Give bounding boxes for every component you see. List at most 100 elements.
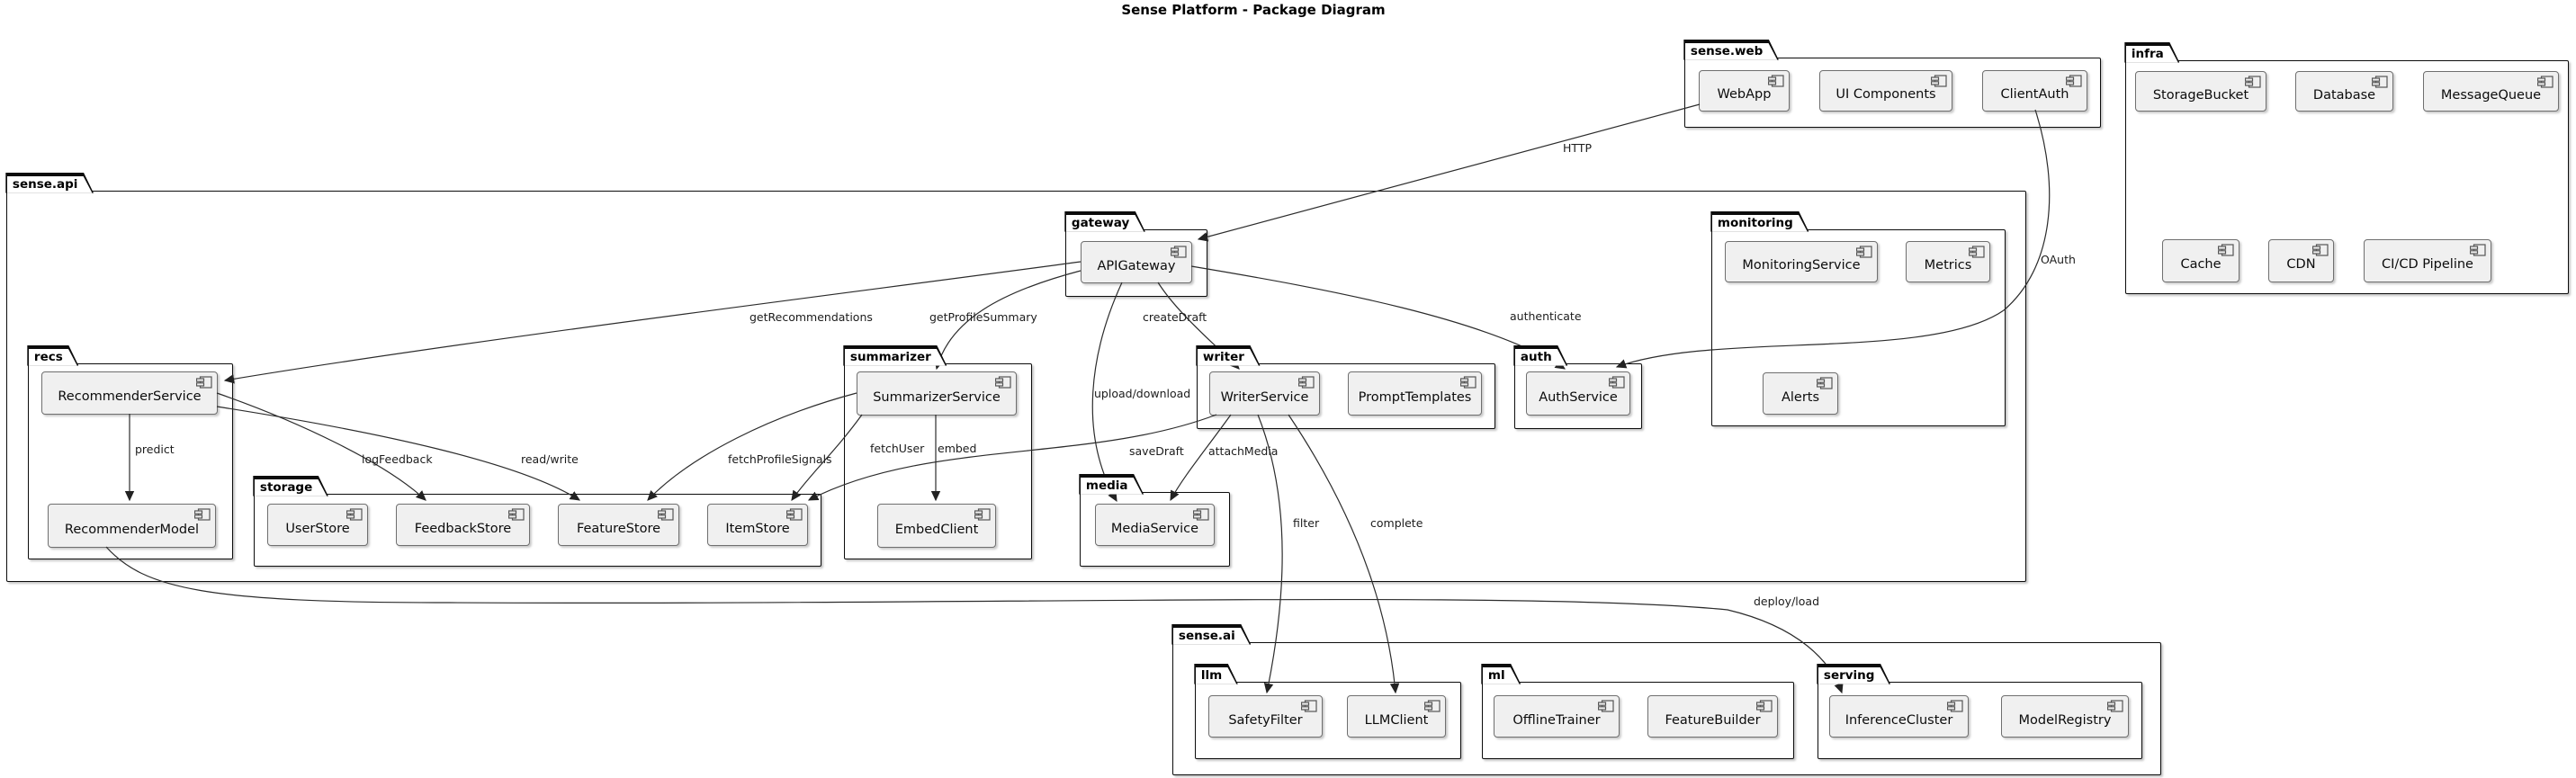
component-label: UserStore [285, 521, 350, 536]
component-icon [1298, 376, 1315, 389]
component-label: Cache [2180, 257, 2221, 272]
component-feedbackstore: FeedbackStore [396, 504, 530, 546]
package-storage-tab: storage [253, 476, 328, 496]
diagram-title: Sense Platform - Package Diagram [1121, 2, 1386, 18]
component-icon [974, 508, 991, 521]
edge-label-filter: filter [1293, 516, 1320, 530]
component-icon [1756, 700, 1773, 712]
package-gateway-label: gateway [1066, 215, 1144, 232]
package-storage-label: storage [255, 479, 327, 496]
component-offlinetrainer: OfflineTrainer [1494, 695, 1620, 738]
component-label: WebApp [1717, 87, 1772, 102]
component-messagequeue: MessageQueue [2423, 71, 2559, 112]
component-icon [786, 508, 803, 521]
component-label: StorageBucket [2152, 87, 2249, 103]
component-cicd-pipeline: CI/CD Pipeline [2364, 239, 2491, 282]
component-icon [995, 376, 1011, 389]
package-serving-tab: serving [1817, 664, 1890, 684]
component-icon [1193, 508, 1209, 521]
component-icon [2218, 244, 2234, 256]
component-icon [1931, 75, 1947, 87]
package-gateway-tab: gateway [1064, 211, 1145, 232]
component-itemstore: ItemStore [707, 504, 808, 546]
component-label: OfflineTrainer [1512, 712, 1601, 728]
component-userstore: UserStore [267, 504, 368, 546]
component-label: SummarizerService [873, 389, 1001, 405]
package-monitoring-label: monitoring [1712, 215, 1808, 232]
component-icon [2245, 76, 2261, 88]
component-prompttemplates: PromptTemplates [1348, 371, 1482, 416]
package-summarizer-label: summarizer [845, 349, 946, 366]
package-sense-web-label: sense.web [1685, 43, 1777, 60]
component-label: ClientAuth [2000, 87, 2069, 102]
component-database: Database [2295, 71, 2393, 112]
component-icon [508, 508, 525, 521]
component-label: EmbedClient [894, 522, 979, 537]
component-icon [1301, 700, 1317, 712]
component-summarizerservice: SummarizerService [857, 371, 1017, 416]
package-writer-tab: writer [1196, 345, 1260, 366]
component-label: InferenceCluster [1844, 712, 1953, 728]
edge-label-getrecommendations: getRecommendations [749, 310, 873, 324]
edge-label-createdraft: createDraft [1143, 310, 1207, 324]
component-writerservice: WriterService [1209, 371, 1320, 416]
component-inferencecluster: InferenceCluster [1829, 695, 1969, 738]
component-icon [2066, 75, 2082, 87]
package-auth-label: auth [1515, 349, 1566, 366]
component-recommendermodel: RecommenderModel [48, 504, 216, 548]
component-label: WriterService [1220, 389, 1309, 405]
component-label: RecommenderService [58, 389, 202, 404]
edge-label-deploy-load: deploy/load [1754, 595, 1820, 608]
package-sense-ai-label: sense.ai [1173, 628, 1250, 645]
package-infra-label: infra [2126, 46, 2178, 63]
component-icon [2107, 700, 2123, 712]
component-icon [658, 508, 674, 521]
package-infra-tab: infra [2124, 42, 2179, 63]
component-icon [1598, 700, 1614, 712]
component-monitoringservice: MonitoringService [1725, 241, 1878, 282]
component-cache: Cache [2162, 239, 2239, 282]
component-embedclient: EmbedClient [877, 504, 996, 548]
package-sense-web-tab: sense.web [1683, 40, 1779, 60]
package-summarizer-tab: summarizer [843, 345, 947, 366]
package-sense-ai-tab: sense.ai [1171, 624, 1251, 645]
edge-label-complete: complete [1370, 516, 1423, 530]
package-recs-label: recs [29, 349, 77, 366]
component-icon [194, 508, 211, 521]
package-sense-api-tab: sense.api [5, 173, 94, 193]
component-icon [1947, 700, 1963, 712]
component-icon [1969, 246, 1985, 258]
component-safetyfilter: SafetyFilter [1208, 695, 1323, 738]
edge-label-logfeedback: logFeedback [362, 452, 433, 466]
component-icon [2470, 244, 2486, 256]
component-label: UI Components [1836, 87, 1936, 102]
component-webapp: WebApp [1699, 70, 1790, 112]
component-icon [1768, 75, 1784, 87]
component-label: SafetyFilter [1228, 712, 1303, 728]
component-label: FeedbackStore [414, 521, 512, 536]
component-icon [346, 508, 363, 521]
component-icon [2372, 76, 2388, 88]
component-icon [1856, 246, 1872, 258]
edge-label-embed: embed [938, 442, 977, 455]
component-clientauth: ClientAuth [1982, 70, 2087, 112]
component-label: FeatureStore [576, 521, 661, 536]
component-label: MessageQueue [2440, 87, 2542, 103]
edge-label-getprofilesummary: getProfileSummary [929, 310, 1037, 324]
component-featurestore: FeatureStore [558, 504, 679, 546]
component-ui-components: UI Components [1819, 70, 1952, 112]
edge-label-authenticate: authenticate [1510, 309, 1582, 323]
component-label: MediaService [1110, 521, 1199, 536]
component-label: PromptTemplates [1358, 389, 1472, 405]
component-authservice: AuthService [1526, 371, 1630, 416]
package-writer-label: writer [1198, 349, 1259, 366]
component-recommenderservice: RecommenderService [41, 371, 218, 415]
component-apigateway: APIGateway [1081, 241, 1192, 283]
edge-label-fetchprofilesignals: fetchProfileSignals [728, 452, 832, 466]
edge-label-predict: predict [135, 443, 175, 456]
component-label: AuthService [1539, 389, 1618, 405]
component-icon [1609, 376, 1625, 389]
component-label: ItemStore [725, 521, 790, 536]
component-storagebucket: StorageBucket [2135, 71, 2266, 112]
package-monitoring-tab: monitoring [1710, 211, 1809, 232]
